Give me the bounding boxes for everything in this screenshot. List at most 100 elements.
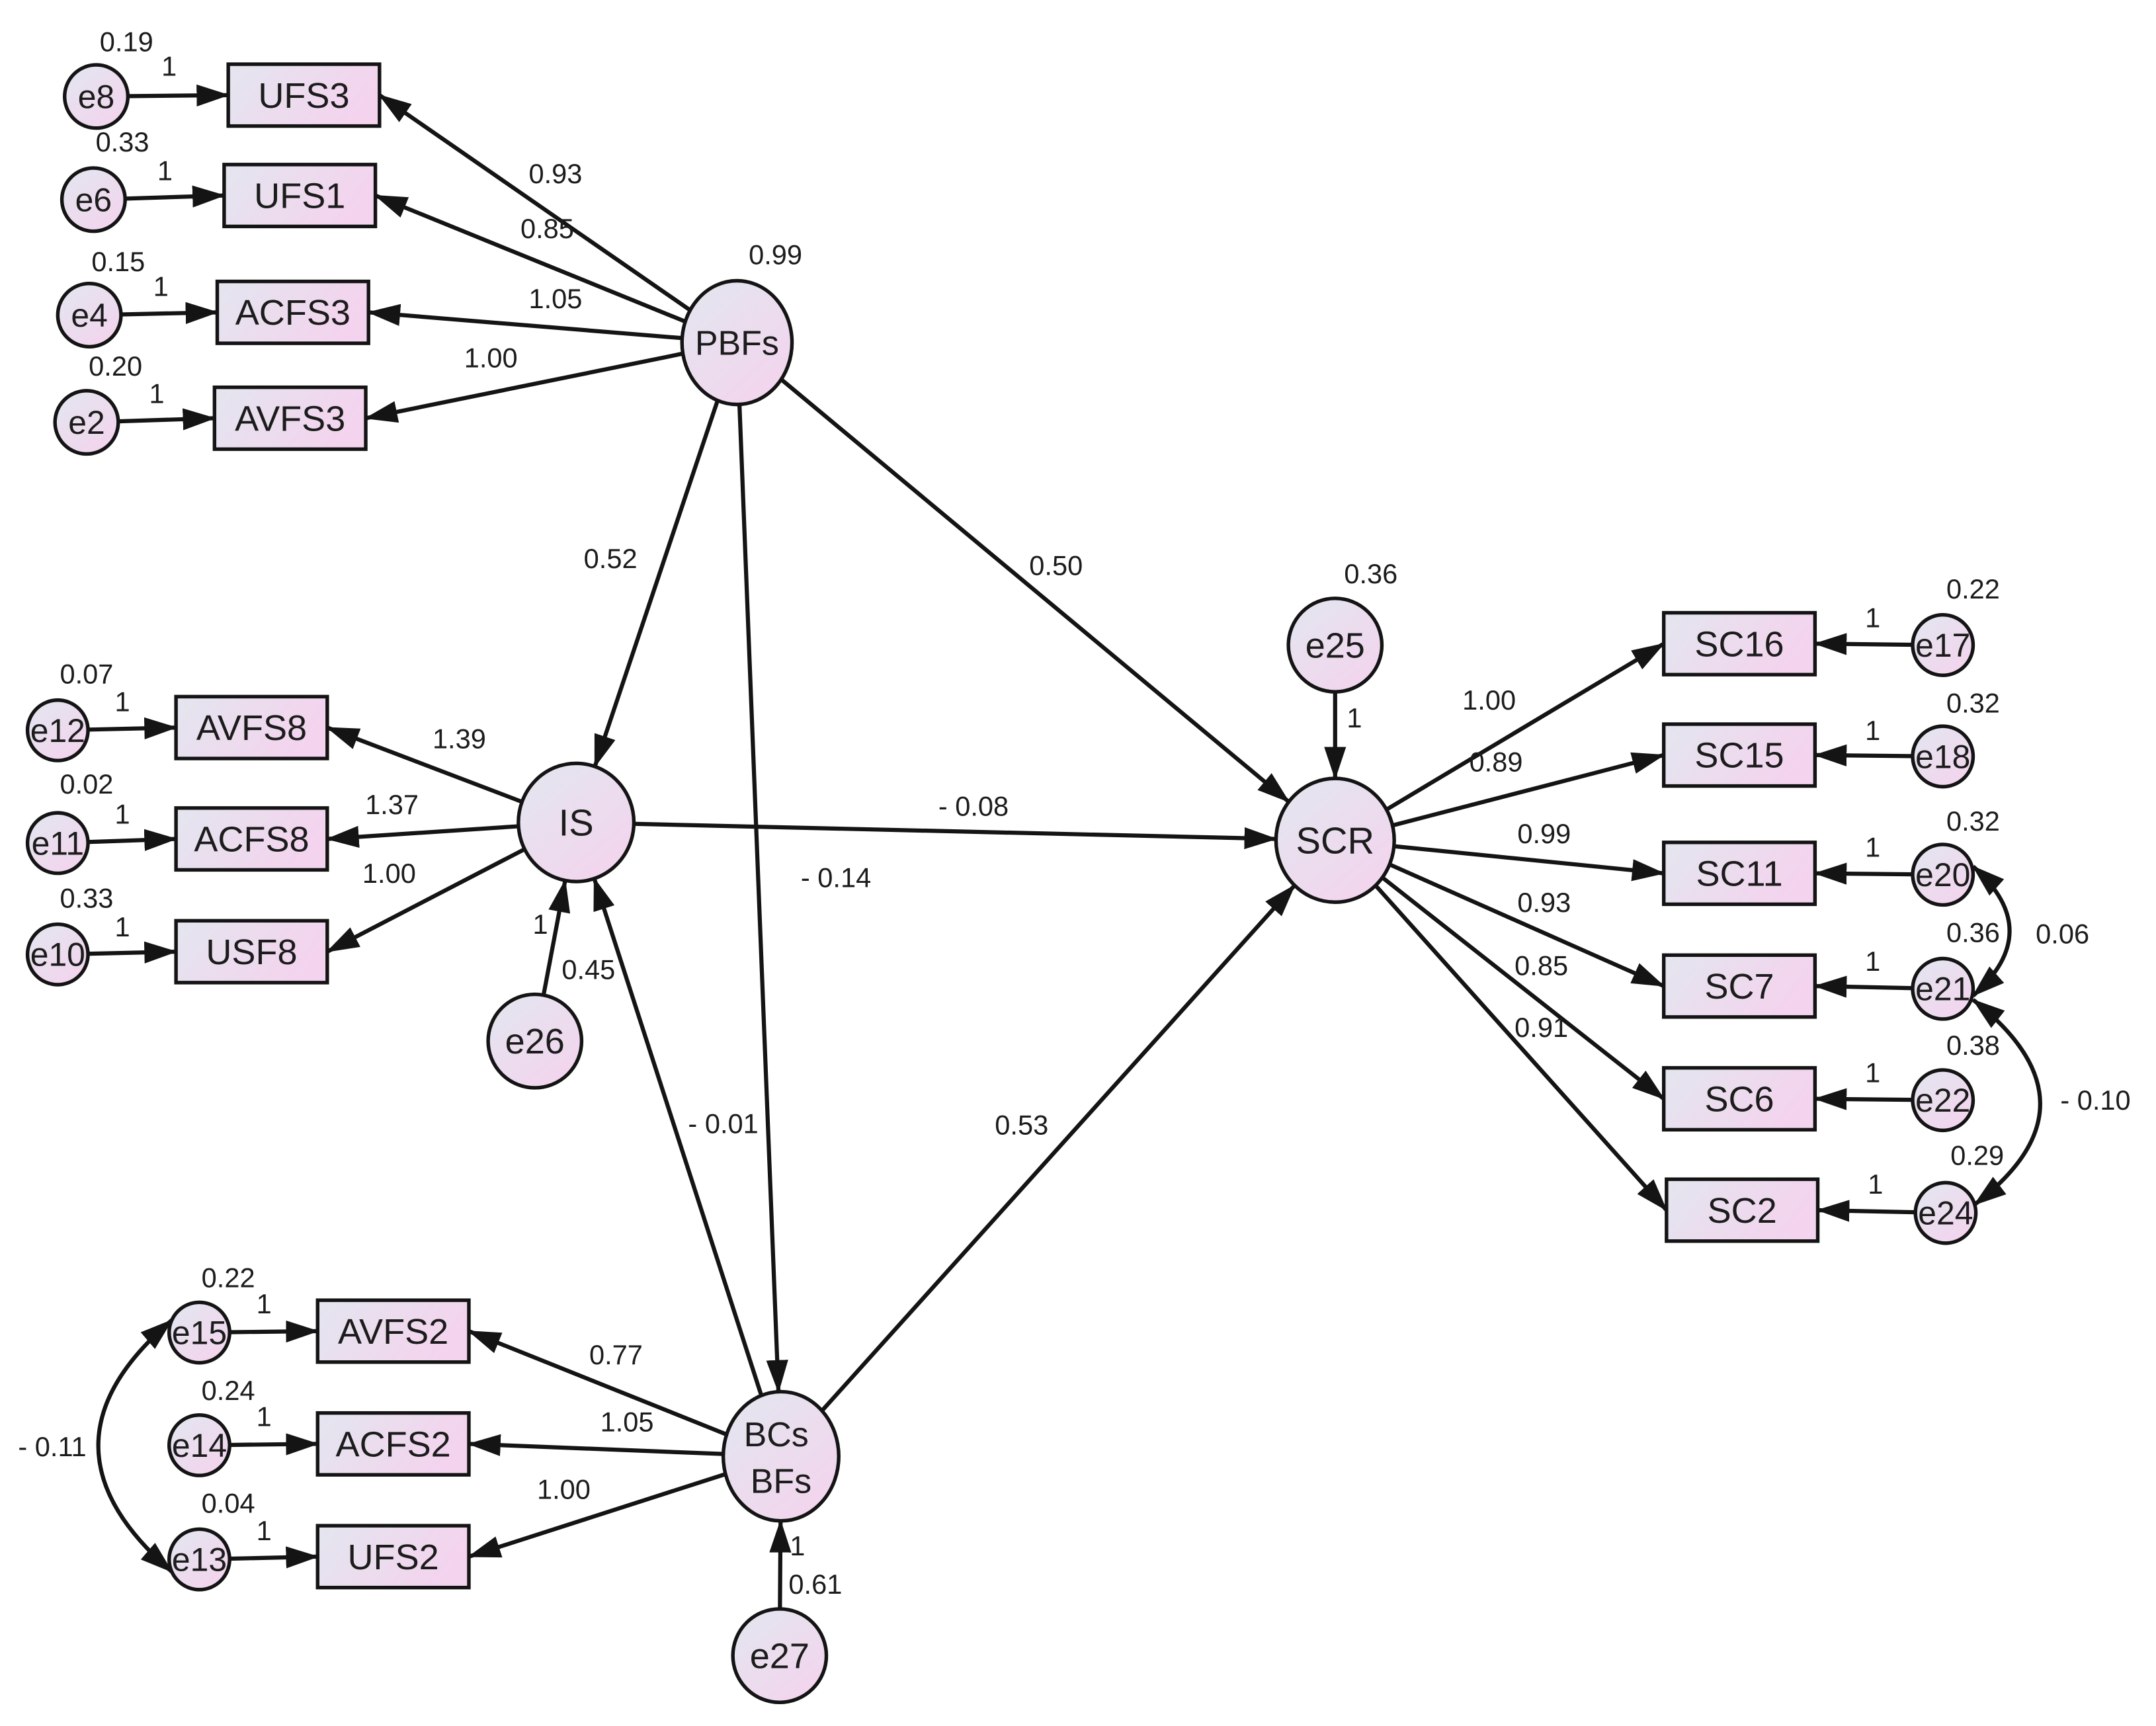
node-label: SC7 bbox=[1704, 967, 1774, 1007]
observed-node-ufs1: UFS1 bbox=[222, 163, 378, 229]
error-circle bbox=[1913, 1180, 1978, 1245]
observed-box bbox=[226, 62, 382, 128]
path-e8-to-ufs3 bbox=[128, 84, 230, 106]
latent-node-scr: SCR bbox=[1274, 776, 1396, 904]
variance-e27: 0.61 bbox=[788, 1569, 842, 1600]
covariance-e15-e13 bbox=[96, 1318, 173, 1574]
error-circle bbox=[1911, 724, 1975, 789]
variance-e6: 0.33 bbox=[96, 126, 149, 157]
path-bcs-bfs-to-ufs2 bbox=[467, 1472, 726, 1559]
path-coefficient-e18-to-sc15: 1 bbox=[1865, 715, 1880, 746]
path-coefficient-scr-to-sc7: 0.93 bbox=[1517, 887, 1571, 918]
path-pbfs-to-avfs3 bbox=[364, 351, 684, 423]
node-label: e10 bbox=[30, 936, 85, 973]
path-coefficient-e22-to-sc6: 1 bbox=[1865, 1057, 1880, 1089]
path-pbfs-to-scr bbox=[780, 378, 1290, 803]
observed-box bbox=[222, 163, 378, 229]
path-coefficient-is-to-usf8: 1.00 bbox=[362, 858, 416, 889]
node-label: PBFs bbox=[695, 324, 779, 362]
node-label: e20 bbox=[1915, 856, 1970, 893]
path-is-to-avfs8 bbox=[325, 725, 523, 804]
path-coefficient-bcs-bfs-to-acfs2: 1.05 bbox=[601, 1407, 654, 1438]
node-label: e2 bbox=[68, 404, 104, 441]
observed-node-avfs2: AVFS2 bbox=[315, 1298, 471, 1364]
path-scr-to-sc6 bbox=[1381, 876, 1665, 1101]
path-coefficient-bcs-bfs-to-avfs2: 0.77 bbox=[589, 1339, 643, 1370]
variables-layer: UFS3UFS1ACFS3AVFS3AVFS8ACFS8USF8SC16SC15… bbox=[25, 62, 1978, 1704]
path-e26-to-is bbox=[541, 879, 571, 996]
observed-box bbox=[1661, 841, 1817, 907]
error-node-e26: e26 bbox=[486, 992, 584, 1090]
error-node-e8: e8 bbox=[63, 63, 130, 130]
error-circle bbox=[56, 281, 123, 349]
error-node-e2: e2 bbox=[53, 389, 120, 456]
variance-e4: 0.15 bbox=[91, 246, 145, 277]
path-e10-to-usf8 bbox=[87, 941, 178, 964]
observed-box bbox=[1665, 1177, 1820, 1243]
variance-e10: 0.33 bbox=[60, 883, 114, 914]
path-coefficient-e17-to-sc16: 1 bbox=[1865, 602, 1880, 633]
path-e4-to-acfs3 bbox=[120, 302, 219, 324]
node-label: e25 bbox=[1306, 626, 1365, 665]
path-coefficient-scr-to-sc16: 1.00 bbox=[1462, 684, 1516, 716]
path-bcs-bfs-to-is bbox=[592, 877, 764, 1397]
path-scr-to-sc11 bbox=[1393, 844, 1665, 882]
path-coefficient-pbfs-to-bcs-bfs: - 0.14 bbox=[801, 862, 871, 893]
path-pbfs-to-ufs3 bbox=[378, 93, 692, 312]
path-coefficient-e25-to-scr: 1 bbox=[1347, 702, 1362, 733]
variance-e17: 0.22 bbox=[1946, 573, 2000, 604]
error-circle bbox=[63, 63, 130, 130]
path-scr-to-sc2 bbox=[1374, 884, 1669, 1212]
path-coefficient-e6-to-ufs1: 1 bbox=[157, 155, 173, 186]
node-label: SC2 bbox=[1708, 1191, 1777, 1231]
observed-node-ufs3: UFS3 bbox=[226, 62, 382, 128]
covariance-e21-e24 bbox=[1971, 998, 2042, 1207]
observed-box bbox=[212, 385, 368, 451]
error-node-e10: e10 bbox=[25, 922, 90, 987]
observed-box bbox=[315, 1411, 471, 1477]
error-node-e15: e15 bbox=[167, 1300, 231, 1365]
path-scr-to-sc7 bbox=[1388, 862, 1665, 988]
variance-e22: 0.38 bbox=[1946, 1030, 2000, 1061]
path-coefficient-pbfs-to-ufs3: 0.93 bbox=[528, 158, 582, 189]
observed-box bbox=[315, 1524, 471, 1590]
error-node-e14: e14 bbox=[167, 1413, 231, 1477]
error-circle bbox=[25, 811, 90, 876]
observed-node-acfs3: ACFS3 bbox=[215, 279, 370, 345]
error-circle bbox=[25, 698, 90, 762]
node-label: e8 bbox=[78, 78, 114, 115]
path-is-to-usf8 bbox=[325, 847, 526, 954]
node-label: UFS1 bbox=[254, 177, 345, 216]
latent-ellipse bbox=[721, 1389, 841, 1523]
path-coefficient-scr-to-sc6: 0.85 bbox=[1514, 950, 1568, 981]
path-e20-to-sc11 bbox=[1813, 862, 1913, 885]
variance-e26: 0.45 bbox=[561, 954, 615, 985]
covariance-value-e20-e21: 0.06 bbox=[2036, 919, 2089, 950]
observed-box bbox=[174, 694, 329, 760]
path-coefficient-e8-to-ufs3: 1 bbox=[161, 51, 177, 82]
path-coefficient-pbfs-to-avfs3: 1.00 bbox=[464, 342, 518, 373]
variance-e20: 0.32 bbox=[1946, 805, 2000, 837]
error-node-e4: e4 bbox=[56, 281, 123, 349]
observed-node-sc11: SC11 bbox=[1661, 841, 1817, 907]
path-coefficient-e11-to-acfs8: 1 bbox=[114, 799, 130, 830]
path-coefficient-scr-to-sc2: 0.91 bbox=[1514, 1012, 1568, 1043]
observed-box bbox=[174, 919, 329, 985]
observed-node-avfs8: AVFS8 bbox=[174, 694, 329, 760]
error-circle bbox=[53, 389, 120, 456]
latent-ellipse bbox=[517, 761, 636, 884]
path-coefficient-e10-to-usf8: 1 bbox=[114, 911, 130, 942]
observed-node-acfs2: ACFS2 bbox=[315, 1411, 471, 1477]
error-circle bbox=[1911, 842, 1975, 907]
path-coefficient-e12-to-avfs8: 1 bbox=[114, 686, 130, 717]
path-coefficient-scr-to-sc15: 0.89 bbox=[1470, 747, 1523, 778]
path-coefficient-pbfs-to-scr: 0.50 bbox=[1029, 550, 1083, 581]
path-e11-to-acfs8 bbox=[87, 829, 178, 851]
node-label: SC16 bbox=[1694, 624, 1784, 664]
variance-e21: 0.36 bbox=[1946, 917, 2000, 948]
error-circle bbox=[1911, 1068, 1975, 1133]
variance-pbfs: 0.99 bbox=[749, 239, 802, 270]
error-node-e24: e24 bbox=[1913, 1180, 1978, 1245]
observed-node-usf8: USF8 bbox=[174, 919, 329, 985]
